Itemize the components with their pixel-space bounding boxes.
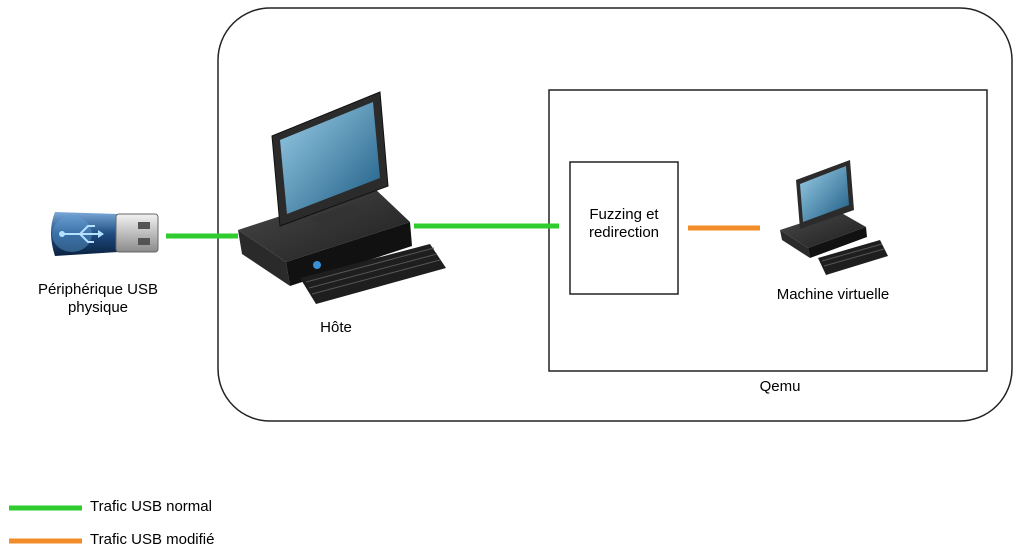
host-computer-icon	[238, 91, 446, 304]
legend-modified-label: Trafic USB modifié	[90, 531, 215, 548]
virtual-machine-icon	[780, 160, 888, 275]
fuzzing-label: Fuzzing et redirection	[588, 206, 660, 241]
host-label: Hôte	[320, 319, 352, 336]
usb-stick-icon	[51, 212, 159, 256]
qemu-box	[548, 89, 988, 372]
usb-device-label: Périphérique USB physique	[37, 281, 159, 316]
fuzzing-box	[569, 161, 679, 295]
host-boundary	[217, 7, 1013, 422]
qemu-label: Qemu	[759, 378, 801, 395]
legend-normal-label: Trafic USB normal	[90, 498, 212, 515]
vm-label: Machine virtuelle	[776, 286, 890, 303]
